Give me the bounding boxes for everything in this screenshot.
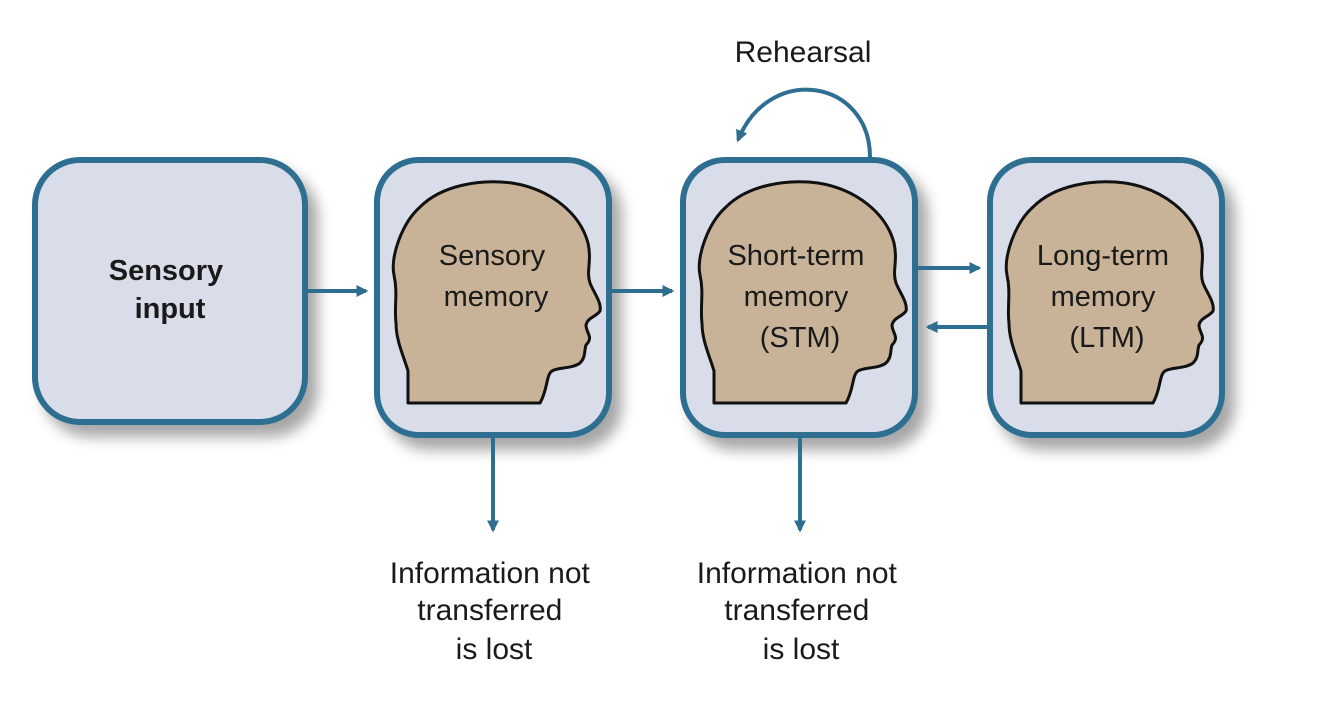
short-term-line-1: Short-term: [727, 240, 864, 272]
sensory-input-box: [32, 157, 308, 425]
stm-loss-caption: Information not transferred is lost: [697, 557, 905, 666]
sensory-input-label: Sensory input: [109, 255, 232, 325]
stm-loss-line-1: Information not: [697, 557, 898, 590]
sensory-memory-label: Sensory memory: [439, 240, 553, 313]
long-term-memory-label: Long-term memory (LTM): [1037, 240, 1177, 354]
sensory-loss-caption: Information not transferred is lost: [390, 557, 598, 666]
sensory-input-line-2: input: [135, 293, 206, 325]
sensory-loss-line-2: transferred: [417, 594, 562, 627]
short-term-line-3: (STM): [760, 322, 841, 354]
long-term-line-3: (LTM): [1069, 322, 1144, 354]
stm-loss-line-3: is lost: [763, 633, 840, 666]
long-term-line-1: Long-term: [1037, 240, 1169, 272]
long-term-line-2: memory: [1051, 281, 1156, 313]
sensory-loss-line-3: is lost: [456, 633, 533, 666]
short-term-memory-label: Short-term memory (STM): [727, 240, 872, 354]
sensory-memory-line-2: memory: [444, 281, 549, 313]
sensory-input-line-1: Sensory: [109, 255, 223, 287]
head-silhouette-icon: [391, 180, 602, 405]
head-silhouette-icon: [697, 180, 908, 405]
head-silhouette-icon: [1004, 180, 1215, 405]
stm-loss-line-2: transferred: [724, 594, 869, 627]
rehearsal-loop-arrow: [736, 87, 872, 158]
short-term-line-2: memory: [744, 281, 849, 313]
sensory-loss-line-1: Information not: [390, 557, 591, 590]
sensory-memory-line-1: Sensory: [439, 240, 546, 272]
rehearsal-label: Rehearsal: [735, 36, 872, 69]
